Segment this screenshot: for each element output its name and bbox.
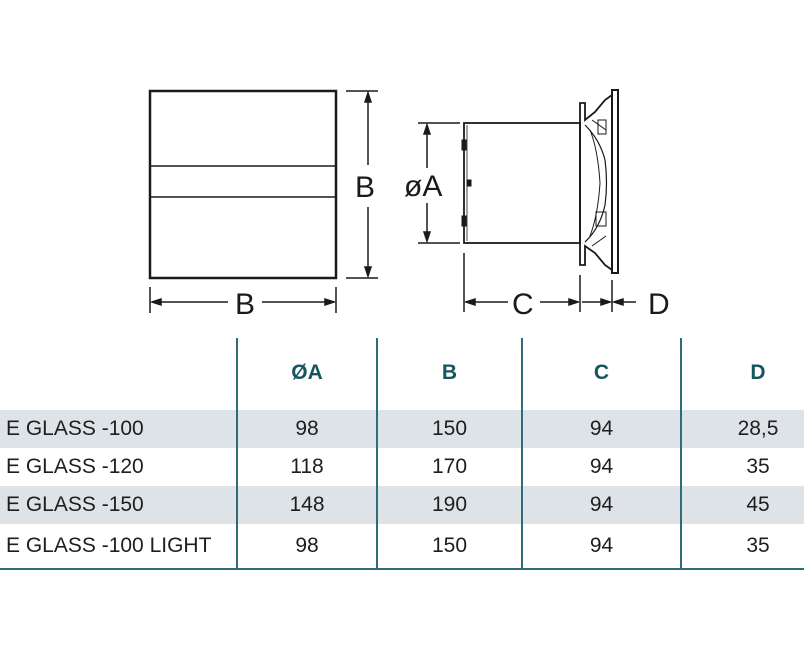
header-c: C [593,361,610,384]
header-b: B [441,361,458,384]
model-name: E GLASS -120 [6,455,144,478]
value-b: 150 [431,534,468,557]
front-width-dimension [149,287,337,313]
value-c: 94 [589,534,614,557]
value-b: 190 [431,493,468,516]
value-c: 94 [589,493,614,516]
value-d: 35 [746,534,770,557]
value-d: 28,5 [737,417,779,440]
value-d: 35 [746,455,770,478]
spec-table: ØA B C D E GLASS -100 98 150 94 28,5 E G… [0,338,804,570]
header-diameter-a: ØA [291,361,323,384]
value-b: 150 [431,417,468,440]
side-view [461,89,619,274]
model-name: E GLASS -150 [6,493,144,516]
front-width-label: B [235,288,255,321]
side-diameter-label: øA [404,170,442,203]
value-a: 98 [295,417,319,440]
model-name: E GLASS -100 LIGHT [6,534,212,557]
table-row: E GLASS -100 98 150 94 28,5 [0,410,804,448]
value-c: 94 [589,455,614,478]
value-a: 118 [290,455,324,478]
value-c: 94 [589,417,614,440]
front-height-label: B [355,171,375,204]
value-d: 45 [746,493,770,516]
column-divider [376,338,378,570]
table-header-row: ØA B C D [0,338,804,408]
side-depth-dimension [463,253,636,312]
side-diameter-dimension [418,122,460,244]
dimension-drawing: B B øA [148,89,670,321]
front-view [148,89,338,280]
value-a: 98 [295,534,319,557]
front-height-dimension [346,90,378,279]
table-row: E GLASS -120 118 170 94 35 [0,448,804,486]
column-divider [680,338,682,570]
side-panel-label: D [648,288,670,321]
column-divider [236,338,238,570]
value-a: 148 [289,493,325,516]
table-row: E GLASS -100 LIGHT 98 150 94 35 [0,524,804,570]
header-d: D [750,361,766,384]
side-depth-label: C [512,288,534,321]
value-b: 170 [431,455,468,478]
column-divider [521,338,523,570]
model-name: E GLASS -100 [6,417,144,440]
table-row: E GLASS -150 148 190 94 45 [0,486,804,524]
